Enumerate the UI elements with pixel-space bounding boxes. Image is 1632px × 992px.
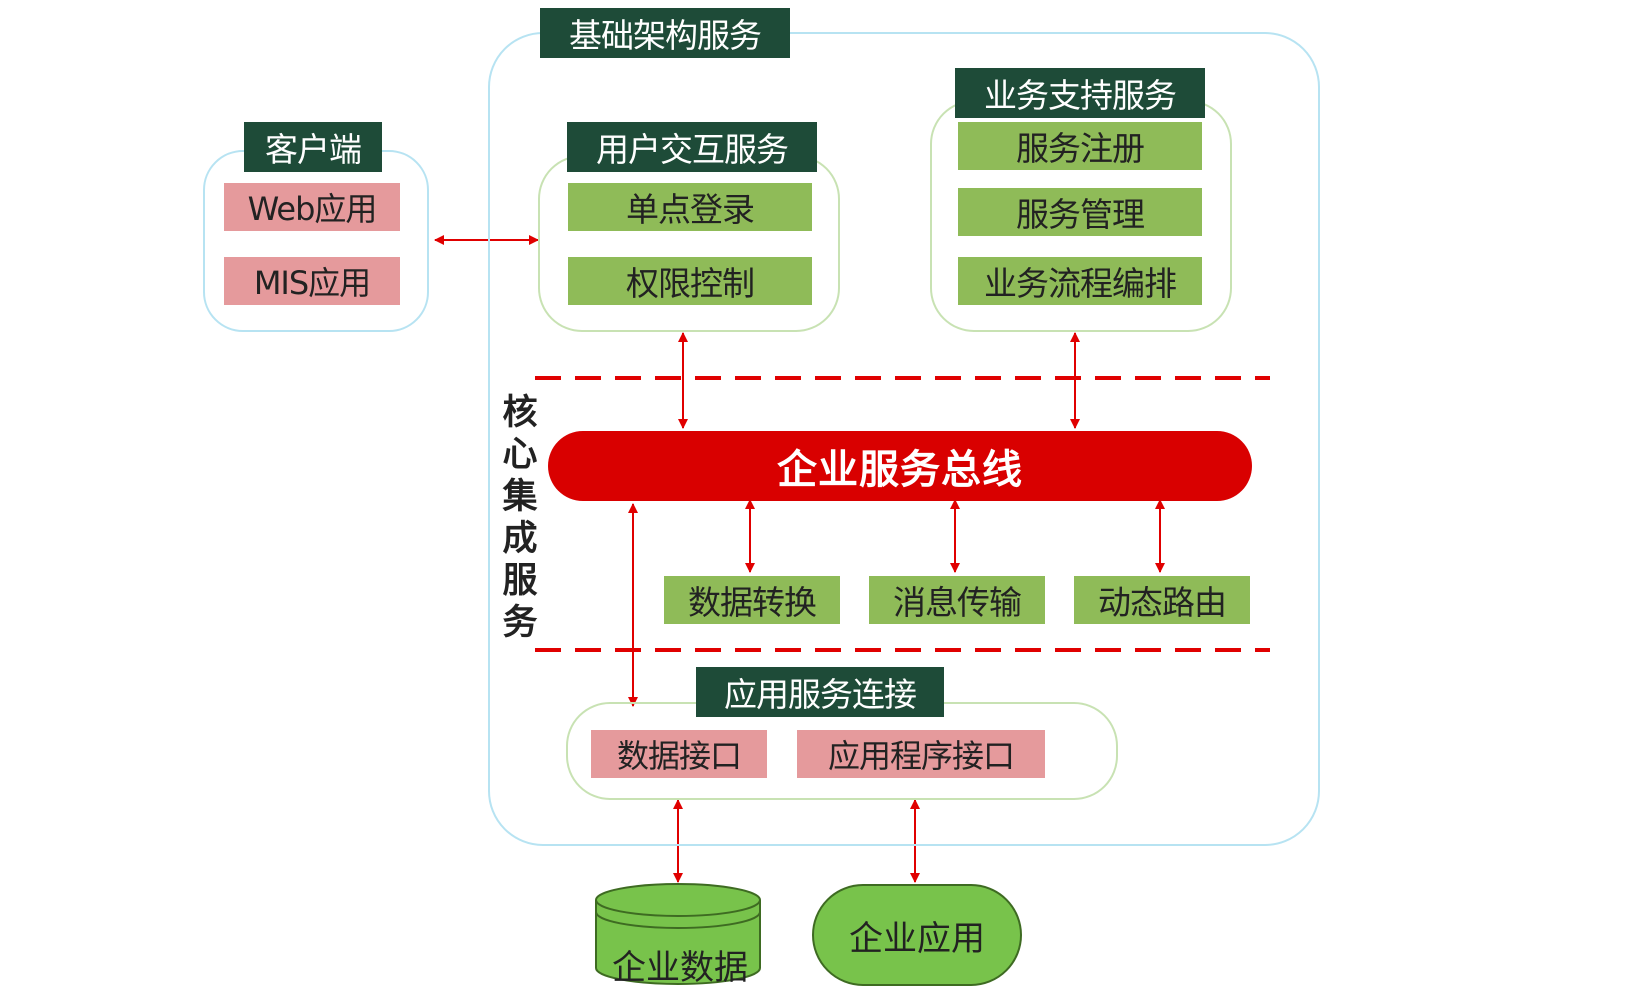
app-connection-title: 应用服务连接 [696, 667, 944, 717]
enterprise-data-label: 企业数据 [612, 948, 748, 988]
infrastructure-group [488, 32, 1320, 846]
core-integration-title: 核心集成服务 [502, 393, 538, 643]
user-interaction-group [538, 155, 840, 332]
service-registry-box[interactable]: 服务注册 [958, 122, 1202, 170]
app-programming-interface-box[interactable]: 应用程序接口 [797, 730, 1045, 778]
service-management-box[interactable]: 服务管理 [958, 188, 1202, 236]
data-transform-box[interactable]: 数据转换 [664, 576, 840, 624]
database-icon [595, 883, 761, 985]
workflow-orchestration-box[interactable]: 业务流程编排 [958, 257, 1202, 305]
business-support-title: 业务支持服务 [955, 68, 1205, 118]
sso-box[interactable]: 单点登录 [568, 183, 812, 231]
user-interaction-title: 用户交互服务 [567, 122, 817, 172]
client-title: 客户端 [244, 122, 382, 172]
infrastructure-title: 基础架构服务 [540, 8, 790, 58]
data-interface-box[interactable]: 数据接口 [591, 730, 767, 778]
access-control-box[interactable]: 权限控制 [568, 257, 812, 305]
enterprise-service-bus[interactable]: 企业服务总线 [548, 431, 1252, 501]
mis-app-box[interactable]: MIS应用 [224, 257, 400, 305]
web-app-box[interactable]: Web应用 [224, 183, 400, 231]
dynamic-routing-box[interactable]: 动态路由 [1074, 576, 1250, 624]
enterprise-app-node[interactable]: 企业应用 [812, 884, 1022, 986]
message-transport-box[interactable]: 消息传输 [869, 576, 1045, 624]
